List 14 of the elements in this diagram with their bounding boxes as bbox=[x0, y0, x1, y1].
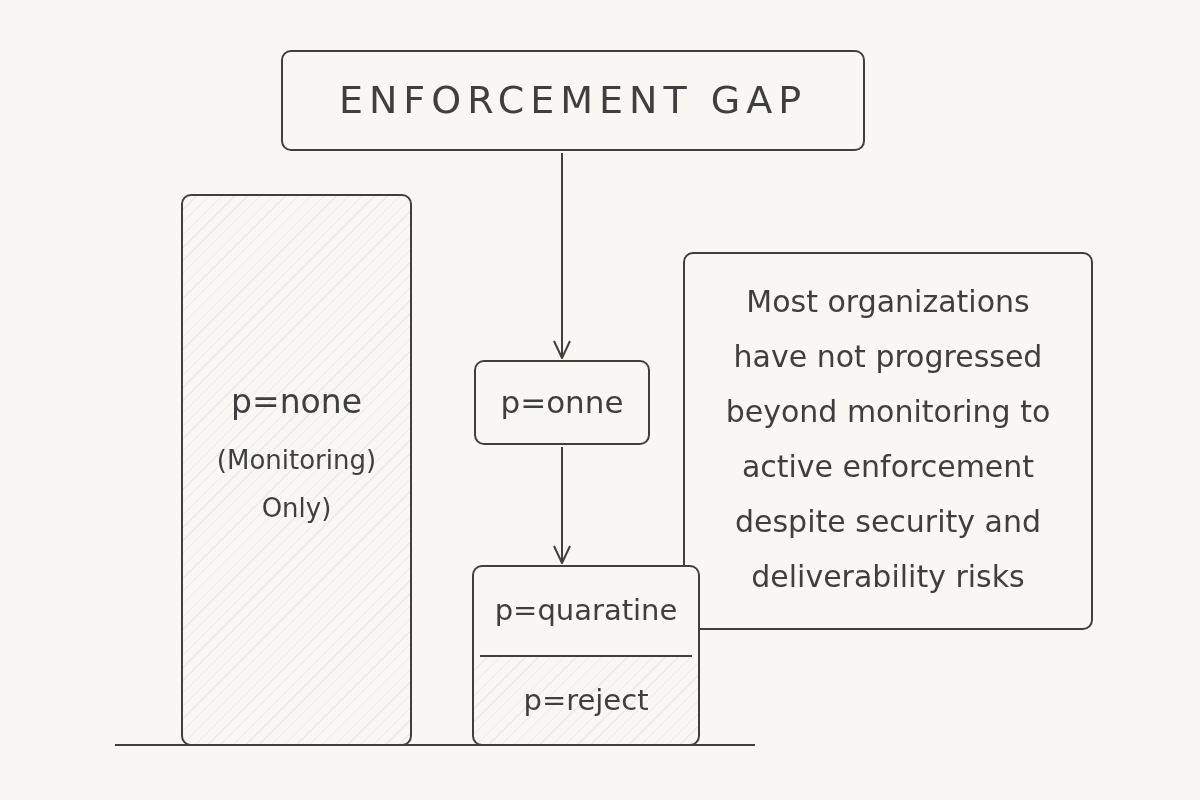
split-box bbox=[472, 565, 700, 746]
policy-label: p=none bbox=[231, 382, 362, 422]
arrow bbox=[553, 152, 571, 359]
note-box bbox=[683, 252, 1093, 630]
arrow bbox=[553, 446, 571, 564]
hatched-column bbox=[181, 194, 412, 746]
policy-label: p=reject bbox=[523, 682, 649, 718]
policy-label: p=onne bbox=[500, 383, 624, 422]
mode-label: (Monitoring) Only) bbox=[215, 443, 378, 525]
heading-box bbox=[281, 50, 865, 151]
heading-text: ENFORCEMENT GAP bbox=[338, 77, 808, 124]
note-text: Most organizations have not progressed beyond monitoring to active enforcement despite security and deliverability risks bbox=[724, 283, 1052, 596]
process-box bbox=[474, 360, 650, 445]
policy-label: p=quaratine bbox=[494, 593, 678, 629]
